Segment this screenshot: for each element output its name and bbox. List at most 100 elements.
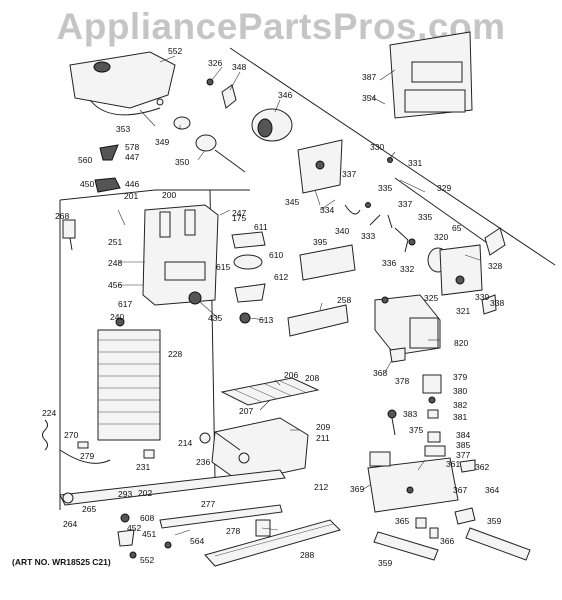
part-label: 329 (437, 183, 451, 193)
part-label: 175 (232, 213, 246, 223)
part-label: 367 (453, 485, 467, 495)
part-fan-motor (231, 231, 266, 324)
part-label: 209 (316, 422, 330, 432)
part-label: 200 (162, 190, 176, 200)
part-drain (199, 432, 250, 464)
part-label: 224 (42, 408, 56, 418)
part-label: 366 (440, 536, 454, 546)
part-label: 361 (446, 459, 460, 469)
part-label: 617 (118, 299, 132, 309)
part-label: 452 (127, 523, 141, 533)
leader-lines (117, 55, 481, 536)
part-label: 456 (108, 280, 122, 290)
part-label: 395 (313, 237, 327, 247)
part-control-rod (387, 157, 506, 256)
part-label: 214 (178, 438, 192, 448)
part-label: 364 (485, 485, 499, 495)
part-control-panel (287, 244, 356, 337)
part-label: 446 (125, 179, 139, 189)
part-toe-grille (204, 519, 341, 567)
part-label: 346 (278, 90, 292, 100)
part-evaporator-cover (142, 204, 219, 306)
part-label: 279 (80, 451, 94, 461)
part-label: 451 (142, 529, 156, 539)
part-evaporator-coil (97, 317, 161, 441)
part-label: 212 (314, 482, 328, 492)
part-drip-tray (69, 51, 176, 116)
part-label: 268 (55, 211, 69, 221)
part-hardware (117, 513, 172, 559)
part-label: 354 (362, 93, 376, 103)
part-heater-coil (173, 116, 246, 173)
part-label: 337 (342, 169, 356, 179)
part-label: 350 (175, 157, 189, 167)
part-label: 564 (190, 536, 204, 546)
part-label: 560 (78, 155, 92, 165)
part-label: 552 (140, 555, 154, 565)
part-bottom-frame (59, 469, 286, 529)
part-label: 615 (216, 262, 230, 272)
part-label: 608 (140, 513, 154, 523)
part-label: 375 (409, 425, 423, 435)
part-label: 336 (382, 258, 396, 268)
part-clip (94, 177, 121, 193)
part-icemaker-motor (427, 244, 497, 315)
part-label: 613 (259, 315, 273, 325)
part-label: 201 (124, 191, 138, 201)
part-label: 251 (108, 237, 122, 247)
part-label: 337 (398, 199, 412, 209)
part-label: 326 (208, 58, 222, 68)
part-label: 348 (232, 62, 246, 72)
part-linkage (344, 202, 393, 229)
part-label: 362 (475, 462, 489, 472)
part-label: 820 (454, 338, 468, 348)
part-label: 380 (453, 386, 467, 396)
part-label: 369 (350, 484, 364, 494)
part-number-labels: 552 326 348 387 354 346 353 349 350 578 … (42, 46, 504, 568)
part-damper-bracket (297, 139, 343, 194)
part-label: 264 (63, 519, 77, 529)
part-label: 320 (434, 232, 448, 242)
part-label: 368 (373, 368, 387, 378)
part-label: 288 (300, 550, 314, 560)
part-label: 202 (138, 488, 152, 498)
part-dispenser-door (389, 31, 473, 119)
part-label: 328 (488, 261, 502, 271)
part-label: 382 (453, 400, 467, 410)
part-label: 339 (475, 292, 489, 302)
part-label: 379 (453, 372, 467, 382)
part-label: 335 (378, 183, 392, 193)
part-label: 335 (418, 212, 432, 222)
part-label: 552 (168, 46, 182, 56)
part-label: 240 (110, 312, 124, 322)
part-label: 65 (452, 223, 462, 233)
part-label: 385 (456, 440, 470, 450)
part-control-box (367, 451, 476, 525)
part-label: 206 (284, 370, 298, 380)
part-label: 338 (490, 298, 504, 308)
part-label: 383 (403, 409, 417, 419)
part-shelf (220, 377, 320, 406)
part-label: 265 (82, 504, 96, 514)
part-label: 248 (108, 258, 122, 268)
part-spring (42, 419, 48, 451)
part-label: 345 (285, 197, 299, 207)
part-label: 612 (274, 272, 288, 282)
part-kickplate (373, 517, 531, 561)
part-label: 450 (80, 179, 94, 189)
part-label: 384 (456, 430, 470, 440)
part-label: 325 (424, 293, 438, 303)
part-label: 377 (456, 450, 470, 460)
part-label: 330 (370, 142, 384, 152)
part-label: 278 (226, 526, 240, 536)
part-label: 211 (316, 433, 330, 443)
part-label: 378 (395, 376, 409, 386)
part-label: 359 (378, 558, 392, 568)
part-label: 293 (118, 489, 132, 499)
part-label: 207 (239, 406, 253, 416)
part-icemaker (374, 294, 441, 356)
part-label: 340 (335, 226, 349, 236)
part-label: 435 (208, 313, 222, 323)
part-label: 387 (362, 72, 376, 82)
